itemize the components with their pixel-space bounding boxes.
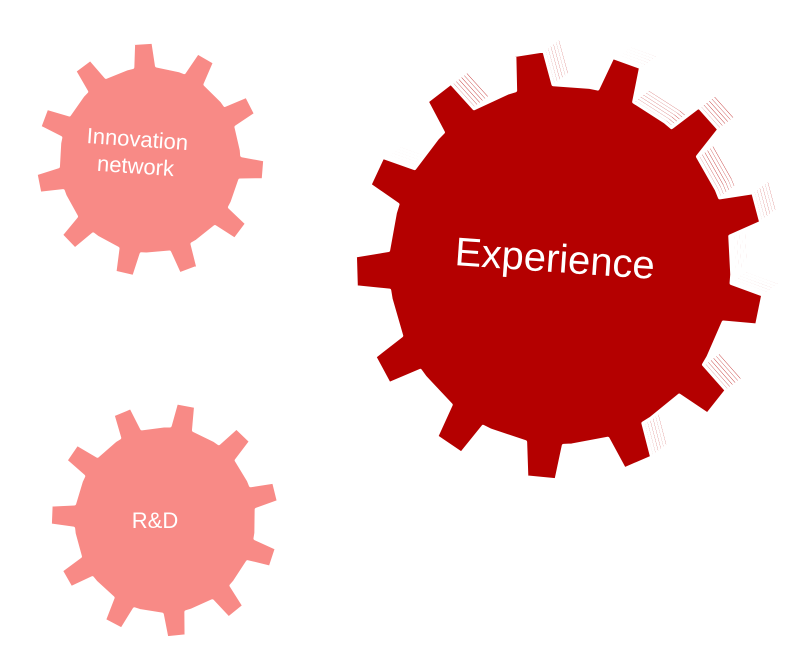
gear-innovation-network-label-line: network [96, 151, 176, 181]
gear-innovation-network-face [34, 40, 267, 279]
gear-r-and-d: R&D [48, 392, 293, 640]
gear-innovation-network-label: Innovationnetwork [84, 123, 189, 182]
gear-innovation-network: Innovationnetwork [34, 31, 279, 279]
gear-r-and-d-face [48, 400, 281, 640]
gear-r-and-d-label: R&D [132, 508, 178, 533]
gear-experience-face [353, 48, 765, 482]
gear-experience: Experience [353, 37, 781, 482]
gear-r-and-d-label-line: R&D [132, 508, 178, 533]
